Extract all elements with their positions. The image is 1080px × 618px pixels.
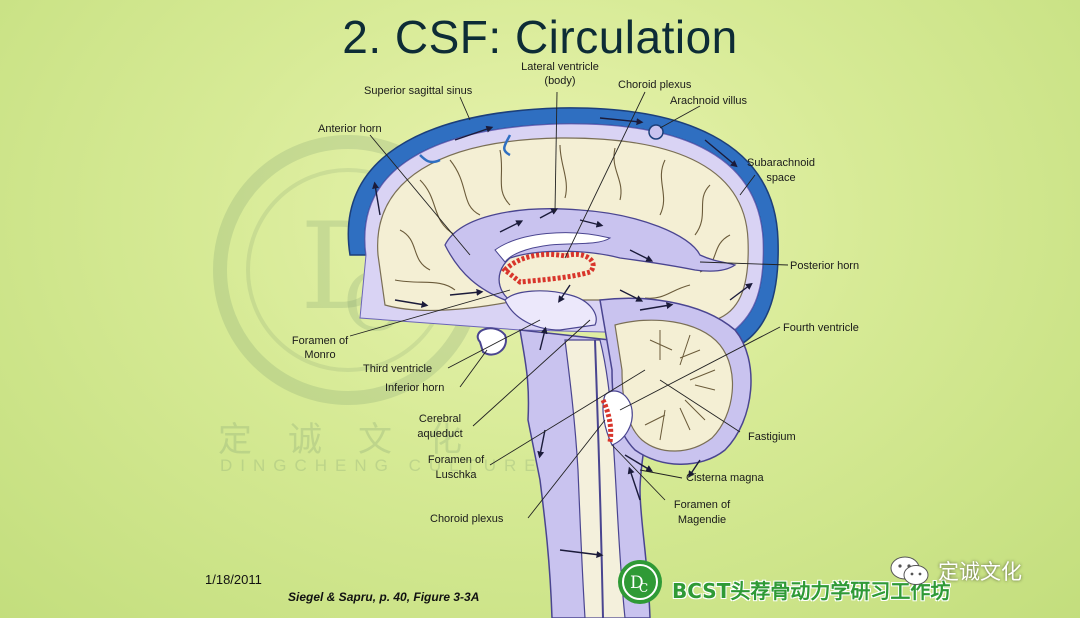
svg-text:C: C bbox=[639, 581, 648, 595]
label-cerebral-aqueduct: Cerebral bbox=[419, 413, 461, 425]
slide-citation: Siegel & Sapru, p. 40, Figure 3-3A bbox=[288, 590, 480, 604]
label-lateral-ventricle-body: (body) bbox=[544, 75, 575, 87]
label-foramen-luschka-name: Luschka bbox=[436, 469, 478, 481]
label-foramen-luschka: Foramen of bbox=[428, 454, 485, 466]
label-subarachnoid: Subarachnoid bbox=[747, 157, 815, 169]
wechat-account-name: 定诚文化 bbox=[938, 560, 1022, 584]
label-cisterna-magna: Cisterna magna bbox=[686, 472, 765, 484]
wechat-icon bbox=[890, 556, 929, 585]
slide-date: 1/18/2011 bbox=[205, 572, 262, 587]
label-anterior-horn: Anterior horn bbox=[318, 123, 382, 135]
inferior-horn-shape bbox=[476, 327, 507, 356]
svg-text:D: D bbox=[630, 573, 644, 593]
label-foramen-magendie: Foramen of bbox=[674, 499, 731, 511]
label-choroid-plexus-bottom: Choroid plexus bbox=[430, 513, 504, 525]
label-inferior-horn: Inferior horn bbox=[385, 382, 444, 394]
label-subarachnoid-space: space bbox=[766, 172, 795, 184]
label-foramen-monro: Foramen of bbox=[292, 335, 349, 347]
slide-title: 2. CSF: Circulation bbox=[342, 11, 738, 63]
watermark-chinese: 定诚文化 bbox=[218, 420, 498, 460]
arachnoid-villus-shape bbox=[648, 124, 664, 140]
third-ventricle-shape bbox=[504, 290, 597, 331]
label-foramen-monro-name: Monro bbox=[304, 349, 335, 361]
studio-name: BCST头荐骨动力学研习工作坊 bbox=[672, 579, 951, 603]
label-fastigium: Fastigium bbox=[748, 431, 796, 443]
label-foramen-magendie-name: Magendie bbox=[678, 514, 726, 526]
cerebellum-folia bbox=[644, 330, 716, 441]
watermark-english: DINGCHENG CULTURE bbox=[220, 456, 544, 475]
label-lateral-ventricle: Lateral ventricle bbox=[521, 61, 599, 73]
label-arachnoid-villus: Arachnoid villus bbox=[670, 95, 748, 107]
choroid-plexus-lateral bbox=[501, 251, 596, 285]
central-canal-shape bbox=[594, 339, 604, 618]
label-posterior-horn: Posterior horn bbox=[790, 260, 859, 272]
bridging-veins bbox=[419, 134, 512, 164]
label-cerebral-aqueduct-name: aqueduct bbox=[417, 428, 462, 440]
label-fourth-ventricle: Fourth ventricle bbox=[783, 322, 859, 334]
label-choroid-plexus-top: Choroid plexus bbox=[618, 79, 692, 91]
corpus-callosum-shape bbox=[494, 232, 612, 263]
wechat-account: 定诚文化 bbox=[890, 555, 1022, 587]
label-superior-sagittal-sinus: Superior sagittal sinus bbox=[364, 85, 473, 97]
label-third-ventricle: Third ventricle bbox=[363, 363, 432, 375]
leader-lines bbox=[349, 91, 789, 519]
studio-logo-icon: D C bbox=[618, 560, 662, 604]
